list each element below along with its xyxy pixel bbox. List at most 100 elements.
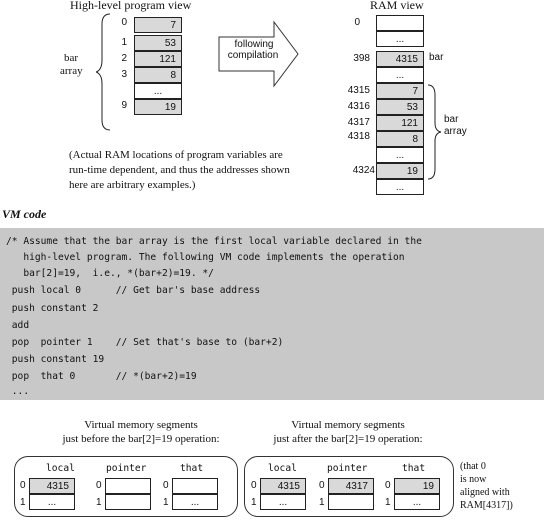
ram-addr-4318: 4318 — [347, 131, 370, 142]
ram-cell-4318: 8 — [376, 131, 424, 147]
hl-cell-ellipsis: ... — [134, 83, 182, 99]
hl-array-brace — [96, 13, 111, 131]
ram-cell-gap-3: ... — [376, 147, 424, 163]
hl-cell-3: 8 — [134, 67, 182, 83]
ram-bar-array-label-2: array — [444, 126, 467, 137]
ram-cell-4324: 19 — [376, 163, 424, 179]
after-local-row-0: 0 — [251, 480, 257, 491]
after-pointer-1 — [328, 494, 374, 510]
after-col-pointer: pointer — [327, 463, 368, 474]
high-level-view-title: High-level program view — [70, 0, 192, 12]
segments-before-title-line-2: just before the bar[2]=19 operation: — [62, 433, 220, 445]
before-pointer-0 — [105, 478, 151, 494]
before-local-1: ... — [29, 494, 75, 510]
before-that-0 — [172, 478, 218, 494]
before-pointer-row-0: 0 — [96, 480, 102, 491]
hl-index-1: 1 — [121, 37, 127, 48]
ram-addr-4316: 4316 — [347, 101, 370, 112]
after-pointer-0: 4317 — [328, 478, 374, 494]
hl-cell-1: 53 — [134, 35, 182, 51]
vm-code-box: /* Assume that the bar array is the firs… — [0, 228, 544, 400]
before-local-row-0: 0 — [20, 480, 26, 491]
segments-after-title-line-1: Virtual memory segments — [291, 419, 405, 431]
ram-note-line-1: (Actual RAM locations of program variabl… — [69, 149, 283, 161]
ram-cell-4316: 53 — [376, 99, 424, 115]
vm-code-line-2: high-level program. The following VM cod… — [6, 252, 405, 263]
ram-addr-398: 398 — [353, 53, 370, 64]
after-pointer-row-1: 1 — [319, 497, 325, 508]
ram-addr-4324: 4324 — [352, 165, 375, 176]
before-col-pointer: pointer — [106, 463, 147, 474]
after-that-0: 19 — [394, 478, 440, 494]
arrow-text-compilation: compilation — [227, 50, 279, 61]
vm-code-line-6: add — [6, 320, 30, 331]
side-note-line-3: aligned with — [460, 487, 510, 498]
array-label: array — [60, 65, 83, 77]
after-pointer-row-0: 0 — [319, 480, 325, 491]
before-col-local: local — [46, 463, 75, 474]
ram-cell-gap-1: ... — [376, 31, 424, 47]
ram-array-brace — [427, 84, 442, 180]
vm-code-line-10: ... — [6, 386, 30, 397]
after-that-row-1: 1 — [385, 497, 391, 508]
after-local-0: 4315 — [260, 478, 306, 494]
bar-label: bar — [64, 52, 79, 64]
after-side-note: (that 0 is now aligned with RAM[4317]) — [460, 460, 513, 512]
vm-code-line-3: bar[2]=19, i.e., *(bar+2)=19. */ — [6, 268, 214, 279]
vm-code-heading: VM code — [2, 207, 47, 221]
side-note-line-1: (that 0 — [460, 461, 486, 472]
segments-before-title: Virtual memory segments just before the … — [56, 418, 226, 446]
hl-cell-9: 19 — [134, 99, 182, 115]
vm-code-line-8: push constant 19 — [6, 354, 105, 365]
hl-cell-0: 7 — [134, 17, 182, 33]
before-that-row-0: 0 — [163, 480, 169, 491]
compilation-arrow — [218, 20, 299, 88]
ram-cell-gap-4: ... — [376, 179, 424, 195]
ram-addr-4315: 4315 — [347, 85, 370, 96]
before-local-0: 4315 — [29, 478, 75, 494]
after-that-1: ... — [394, 494, 440, 510]
hl-index-3: 3 — [121, 69, 127, 80]
before-that-1: ... — [172, 494, 218, 510]
ram-addr-4317: 4317 — [347, 117, 370, 128]
after-that-row-0: 0 — [385, 480, 391, 491]
segments-before-title-line-1: Virtual memory segments — [84, 419, 198, 431]
before-col-that: that — [180, 463, 204, 474]
ram-bar-pointer-label: bar — [429, 52, 444, 63]
after-local-row-1: 1 — [251, 497, 257, 508]
ram-note: (Actual RAM locations of program variabl… — [69, 148, 290, 193]
ram-note-line-3: here are arbitrary examples.) — [69, 179, 196, 191]
side-note-line-2: is now — [460, 474, 487, 485]
vm-code-line-5: push constant 2 — [6, 303, 99, 314]
vm-code-line-9: pop that 0 // *(bar+2)=19 — [6, 371, 197, 382]
vm-code-line-1: /* Assume that the bar array is the firs… — [6, 236, 422, 247]
segments-after-panel — [244, 456, 454, 517]
vm-code-line-7: pop pointer 1 // Set that's base to (bar… — [6, 337, 284, 348]
side-note-line-4: RAM[4317]) — [460, 500, 513, 511]
vm-code-line-4: push local 0 // Get bar's base address — [6, 285, 261, 296]
ram-view-title: RAM view — [370, 0, 424, 12]
ram-cell-398: 4315 — [376, 51, 424, 67]
before-pointer-1 — [105, 494, 151, 510]
ram-cell-4315: 7 — [376, 83, 424, 99]
hl-cell-2: 121 — [134, 51, 182, 67]
hl-index-0: 0 — [121, 17, 127, 28]
ram-addr-0: 0 — [354, 17, 360, 28]
arrow-text-following: following — [234, 39, 274, 50]
after-local-1: ... — [260, 494, 306, 510]
hl-index-9: 9 — [121, 100, 127, 111]
segments-after-title-line-2: just after the bar[2]=19 operation: — [273, 433, 423, 445]
before-pointer-row-1: 1 — [96, 497, 102, 508]
before-local-row-1: 1 — [20, 497, 26, 508]
ram-note-line-2: run-time dependent, and thus the address… — [69, 164, 290, 176]
segments-before-panel — [14, 456, 238, 517]
after-col-local: local — [268, 463, 297, 474]
ram-cell-0 — [376, 15, 424, 31]
after-col-that: that — [402, 463, 426, 474]
ram-bar-array-label-1: bar — [444, 114, 459, 125]
ram-cell-4317: 121 — [376, 115, 424, 131]
hl-index-2: 2 — [121, 53, 127, 64]
segments-after-title: Virtual memory segments just after the b… — [258, 418, 438, 446]
before-that-row-1: 1 — [163, 497, 169, 508]
ram-cell-gap-2: ... — [376, 67, 424, 83]
